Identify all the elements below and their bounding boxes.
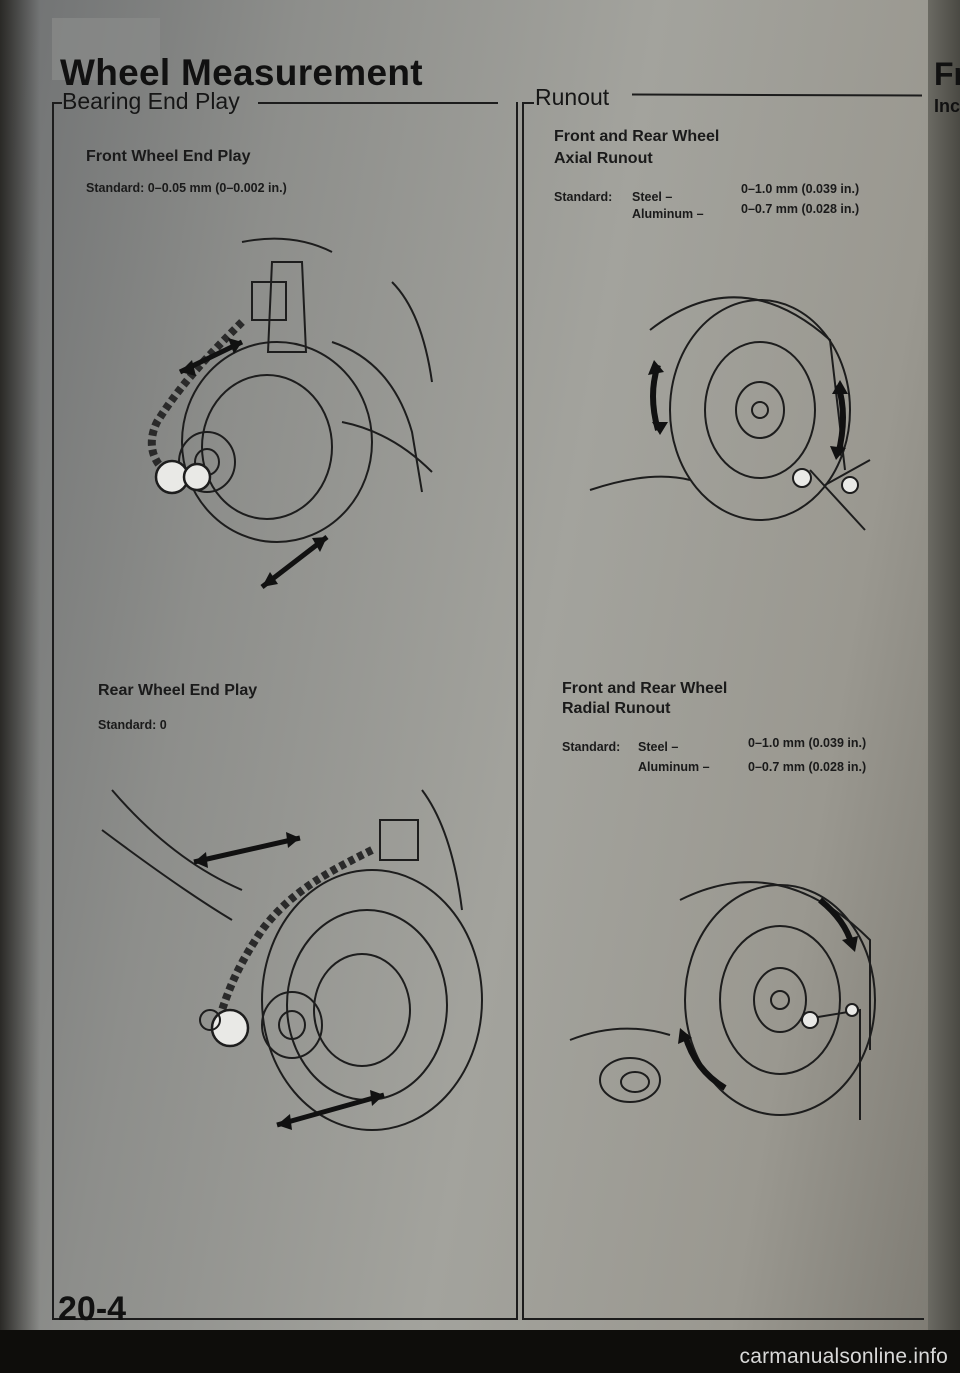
front-end-play-standard: Standard: 0–0.05 mm (0–0.002 in.)	[86, 181, 287, 195]
axial-runout-illustration	[589, 296, 871, 531]
front-hub-illustration	[147, 237, 433, 589]
radial-aluminum-label: Aluminum –	[638, 760, 710, 774]
rear-end-play-standard: Standard: 0	[98, 718, 167, 732]
radial-runout-title-1: Front and Rear Wheel	[562, 680, 728, 697]
page-shadow	[0, 0, 40, 1373]
radial-steel-value: 0–1.0 mm (0.039 in.)	[748, 736, 867, 750]
runout-panel	[522, 102, 924, 1320]
axial-steel-label: Steel –	[632, 190, 673, 204]
front-end-play-title: Front Wheel End Play	[86, 148, 251, 165]
axial-runout-title-1: Front and Rear Wheel	[554, 128, 720, 145]
axial-standard-label: Standard:	[554, 190, 613, 204]
axial-runout-title-2: Axial Runout	[554, 150, 653, 167]
next-page-sub-fragment: Inc	[934, 96, 960, 116]
section-rule-right-start	[522, 102, 534, 104]
axial-aluminum-label: Aluminum –	[632, 207, 704, 221]
next-page-edge	[928, 0, 960, 1340]
section-rule-left-end	[258, 102, 498, 104]
rear-end-play-title: Rear Wheel End Play	[98, 682, 258, 699]
page-title: Wheel Measurement	[60, 52, 423, 93]
section-rule-right-end	[631, 93, 923, 97]
radial-standard-label: Standard:	[562, 740, 621, 754]
watermark: carmanualsonline.info	[739, 1345, 948, 1368]
corner-tab	[52, 18, 160, 80]
rear-hub-illustration	[101, 789, 483, 1131]
axial-steel-value: 0–1.0 mm (0.039 in.)	[741, 182, 860, 196]
radial-aluminum-value: 0–0.7 mm (0.028 in.)	[748, 760, 867, 774]
bearing-panel	[52, 102, 518, 1320]
section-rule-left-start	[52, 102, 62, 104]
radial-runout-title-2: Radial Runout	[562, 700, 671, 717]
section-heading-runout: Runout	[535, 84, 610, 110]
axial-aluminum-value: 0–0.7 mm (0.028 in.)	[741, 202, 860, 216]
page-number: 20-4	[58, 1290, 127, 1328]
section-heading-bearing: Bearing End Play	[62, 88, 240, 114]
radial-steel-label: Steel –	[638, 740, 679, 754]
radial-runout-illustration	[569, 881, 876, 1120]
next-page-title-fragment: Fr	[934, 56, 960, 92]
photo-bottom-edge	[0, 1330, 960, 1373]
